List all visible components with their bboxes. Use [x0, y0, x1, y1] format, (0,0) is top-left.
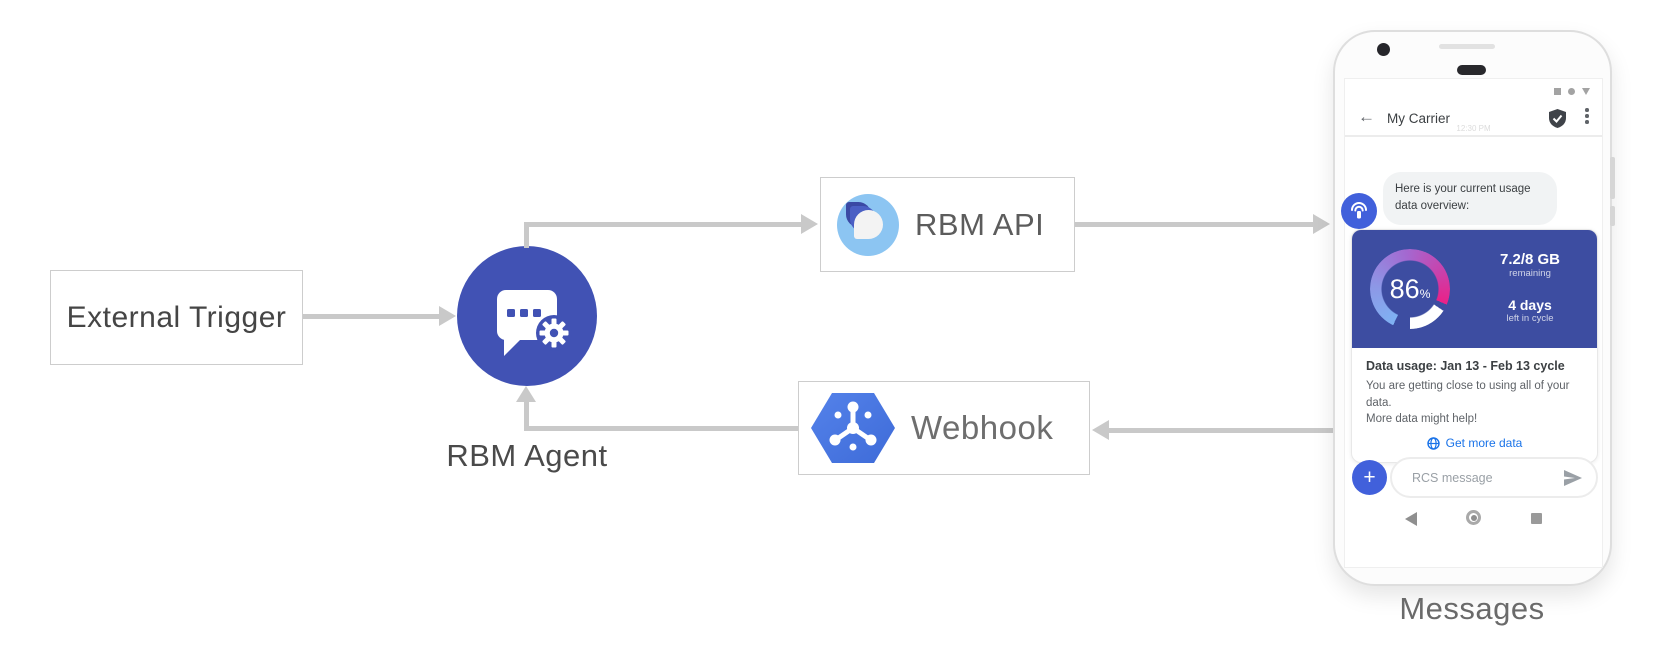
agent-avatar [1341, 193, 1377, 229]
status-bar [1554, 88, 1590, 95]
usage-card-header: 86% 7.2/8 GB remaining 4 days left in cy… [1352, 230, 1597, 348]
nav-home-icon[interactable] [1466, 510, 1481, 525]
header-divider [1345, 135, 1602, 137]
rbm-api-label: RBM API [915, 206, 1045, 242]
speaker-grille [1457, 65, 1486, 75]
status-square-icon [1554, 88, 1561, 95]
webhook-label: Webhook [911, 409, 1054, 446]
power-button [1610, 157, 1615, 199]
quota-caption: remaining [1509, 268, 1551, 279]
messages-caption: Messages [1399, 591, 1545, 626]
days-value: 4 days [1508, 297, 1552, 313]
webhook-node: Webhook [798, 381, 1090, 475]
arrow-phone-to-webhook [1109, 428, 1333, 433]
arrow-trigger-to-agent [303, 314, 439, 319]
get-more-data-button[interactable]: Get more data [1366, 436, 1583, 450]
usage-card-title: Data usage: Jan 13 - Feb 13 cycle [1366, 359, 1565, 373]
rbm-agent-node [457, 246, 597, 386]
nav-recents-icon[interactable] [1531, 513, 1542, 524]
arrowhead-trigger-to-agent [439, 306, 456, 326]
arrow-api-to-phone [1075, 222, 1315, 227]
rbm-api-node: RBM API [820, 177, 1075, 272]
conversation-title: My Carrier [1387, 111, 1450, 126]
usage-card-body: Data usage: Jan 13 - Feb 13 cycle You ar… [1352, 348, 1597, 462]
send-icon[interactable] [1562, 468, 1584, 493]
arrow-agent-to-api-vertical [524, 222, 529, 248]
nav-back-icon[interactable] [1405, 512, 1417, 526]
arrowhead-agent-to-api [801, 214, 818, 234]
earpiece-speaker [1439, 44, 1495, 49]
arrowhead-webhook-to-agent [516, 386, 536, 402]
rcs-message-input[interactable] [1410, 469, 1544, 486]
verified-shield-icon [1549, 109, 1566, 133]
message-composer[interactable] [1390, 457, 1598, 498]
chat-gear-icon [497, 290, 572, 356]
phone-mockup: ← My Carrier 12:30 PM Here is your curre… [1333, 30, 1615, 586]
external-trigger-node: External Trigger [50, 270, 303, 365]
usage-percent: 86% [1389, 273, 1431, 304]
usage-card-text-line1: You are getting close to using all of yo… [1366, 380, 1570, 409]
globe-icon [1426, 436, 1440, 450]
usage-gauge [1370, 249, 1450, 329]
message-timestamp: 12:30 PM [1456, 124, 1491, 133]
arrowhead-api-to-phone [1313, 214, 1330, 234]
webhook-hexagon-icon [811, 393, 895, 463]
days-caption: left in cycle [1506, 313, 1554, 324]
arrowhead-phone-to-webhook [1092, 420, 1109, 440]
arrow-webhook-to-agent-vertical [524, 400, 529, 431]
kebab-menu-icon[interactable] [1585, 108, 1589, 124]
back-arrow-icon[interactable]: ← [1358, 107, 1375, 126]
volume-button [1610, 206, 1615, 226]
arrow-agent-to-api-horizontal [524, 222, 802, 227]
rbm-api-logo-icon [837, 193, 899, 256]
external-trigger-label: External Trigger [66, 300, 287, 334]
front-camera [1377, 43, 1390, 56]
agent-message-bubble: Here is your current usage data overview… [1383, 172, 1557, 225]
status-triangle-icon [1582, 88, 1590, 95]
phone-screen: ← My Carrier 12:30 PM Here is your curre… [1341, 78, 1603, 568]
usage-rich-card: 86% 7.2/8 GB remaining 4 days left in cy… [1351, 229, 1598, 464]
quota-value: 7.2/8 GB [1499, 251, 1561, 268]
arrow-webhook-to-agent-horizontal [527, 426, 798, 431]
usage-card-text-line2: More data might help! [1366, 413, 1478, 426]
get-more-data-label: Get more data [1445, 436, 1523, 451]
attach-plus-button[interactable]: + [1352, 460, 1387, 495]
broadcast-icon [1351, 202, 1367, 219]
usage-stats: 7.2/8 GB remaining 4 days left in cycle [1480, 251, 1580, 324]
status-circle-icon [1568, 88, 1575, 95]
rbm-agent-label: RBM Agent [446, 438, 608, 473]
